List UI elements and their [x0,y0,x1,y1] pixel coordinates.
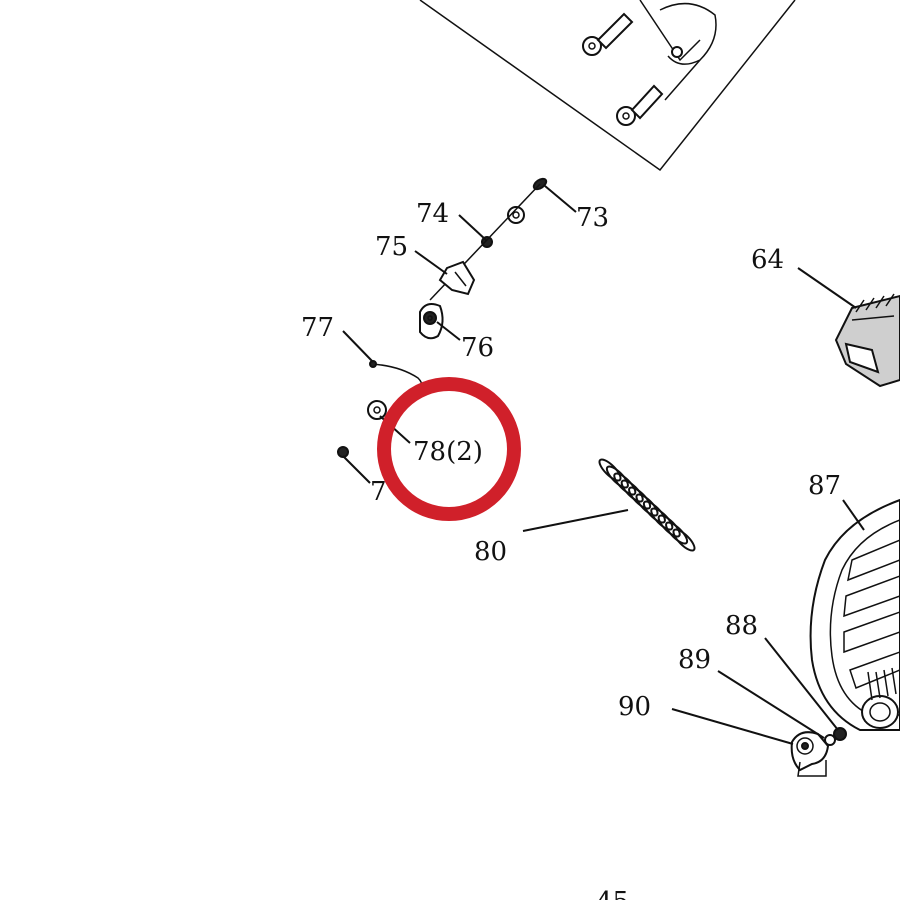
callout-76: 76 [461,333,494,363]
part-77-wire [369,360,423,389]
leader-79 [342,455,371,484]
screw-part-top-1 [582,12,634,56]
leader-89 [717,670,825,739]
leader-88 [764,637,839,731]
callout-78: 78(2) [413,437,483,467]
callout-87: 87 [808,471,841,501]
callout-79: 7 [370,477,387,507]
callout-80: 80 [474,537,507,567]
leader-73 [544,185,577,213]
callout-75: 75 [375,232,408,262]
leader-77 [342,330,374,363]
leader-87 [842,499,865,531]
spring-coil [598,458,622,482]
part-78-washer [367,400,387,420]
spring-coil [657,514,681,538]
screw-part-top-2 [616,84,664,126]
callout-89: 89 [678,645,711,675]
spring-coil [642,500,666,524]
highlight-ring [377,377,521,521]
part-80-spring [598,458,696,552]
callout-74: 74 [416,199,449,229]
leader-74 [458,214,487,241]
spring-coil [650,507,674,531]
callout-77: 77 [301,313,334,343]
part-79-screw [337,446,349,458]
part-75-latch [438,260,476,296]
callout-90: 90 [618,692,651,722]
spring-coil [672,528,696,552]
spring-coil [605,465,629,489]
leader-90 [671,708,794,745]
spring-coil [635,493,659,517]
part-64-knob [834,293,900,388]
spring-coil [665,521,689,545]
leader-76 [436,321,461,341]
part-88-89-screw [824,727,847,746]
callout-73: 73 [576,203,609,233]
spring-coil [620,479,644,503]
part-76-knob [419,303,444,340]
callout-45: 45 [596,887,629,900]
leader-64 [797,267,857,309]
callout-64: 64 [751,245,784,275]
part-87-housing [809,498,900,731]
bracket-part-top [639,0,717,101]
callout-88: 88 [725,611,758,641]
spring-coil [613,472,637,496]
inset-panel [419,0,796,172]
leader-80 [522,509,629,532]
leader-lines [342,185,865,745]
callout-labels: 73 74 75 76 77 78(2) 7 80 64 87 88 89 90… [301,199,841,900]
spring-coil [628,486,652,510]
part-90-nut [790,731,830,777]
leader-75 [414,250,448,275]
